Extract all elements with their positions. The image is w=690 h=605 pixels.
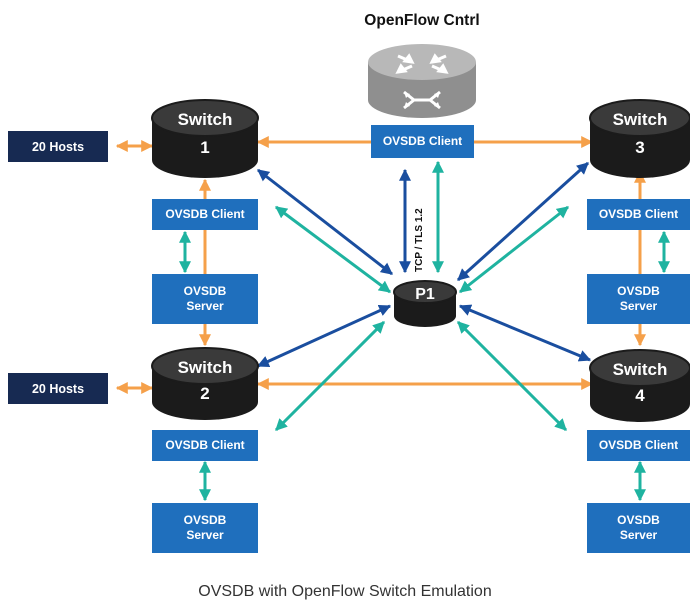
link-client4-p1 [456,320,568,432]
hosts-box-2: 20 Hosts [8,373,108,404]
ovsdb-client-switch-4: OVSDB Client [587,430,690,461]
ovsdb-server-1-line2: Server [186,299,224,313]
controller-ovsdb-client: OVSDB Client [371,125,474,158]
link-switch4-p1 [458,304,592,362]
ovsdb-server-4-line1: OVSDB [617,513,660,527]
ovsdb-server-switch-2: OVSDB Server [152,503,258,553]
switch-1-name: Switch [177,110,233,129]
ovsdb-server-1-line1: OVSDB [183,284,227,298]
switch-2-label: Switch 2 [152,358,258,404]
switch-2-name: Switch [177,358,233,377]
link-switch3-p1 [456,161,590,282]
switch-1-label: Switch 1 [152,110,258,158]
hosts-box-1: 20 Hosts [8,131,108,162]
link-switch1-p1 [257,168,393,276]
ovsdb-client-switch-3: OVSDB Client [587,199,690,230]
link-client1-p1 [275,205,391,294]
link-label-tcp-tls: TCP / TLS 1.2 [414,208,425,272]
router-icon [368,44,476,118]
p1-hub-icon [393,280,457,327]
switch-4-label: Switch 4 [590,360,690,406]
switch-1-icon [151,99,259,178]
switch-4-name: Switch [612,360,668,379]
ovsdb-server-switch-4: OVSDB Server [587,503,690,553]
ovsdb-server-3-line2: Server [619,299,658,313]
ovsdb-server-3-line1: OVSDB [617,284,660,298]
switch-3-icon [589,99,690,178]
figure-caption: OVSDB with OpenFlow Switch Emulation [198,583,492,600]
switch-3-name: Switch [612,110,668,129]
link-client2-p1 [274,320,386,432]
link-client3-p1 [459,205,569,294]
controller-title: OpenFlow Cntrl [364,12,480,29]
ovsdb-server-switch-1: OVSDB Server [152,274,258,324]
switch-3-number: 3 [635,138,645,157]
switch-3-label: Switch 3 [590,110,690,158]
ovsdb-server-2-line1: OVSDB [183,513,227,527]
switch-1-number: 1 [200,138,210,157]
ovsdb-server-switch-3: OVSDB Server [587,274,690,324]
switch-2-number: 2 [200,384,210,403]
ovsdb-server-2-line2: Server [186,528,224,542]
ovsdb-client-switch-1: OVSDB Client [152,199,258,230]
switch-4-number: 4 [635,386,645,405]
p1-label: P1 [415,286,435,303]
switch-2-icon [151,347,259,420]
switch-4-icon [589,349,690,422]
ovsdb-server-4-line2: Server [619,528,658,542]
ovsdb-client-switch-2: OVSDB Client [152,430,258,461]
